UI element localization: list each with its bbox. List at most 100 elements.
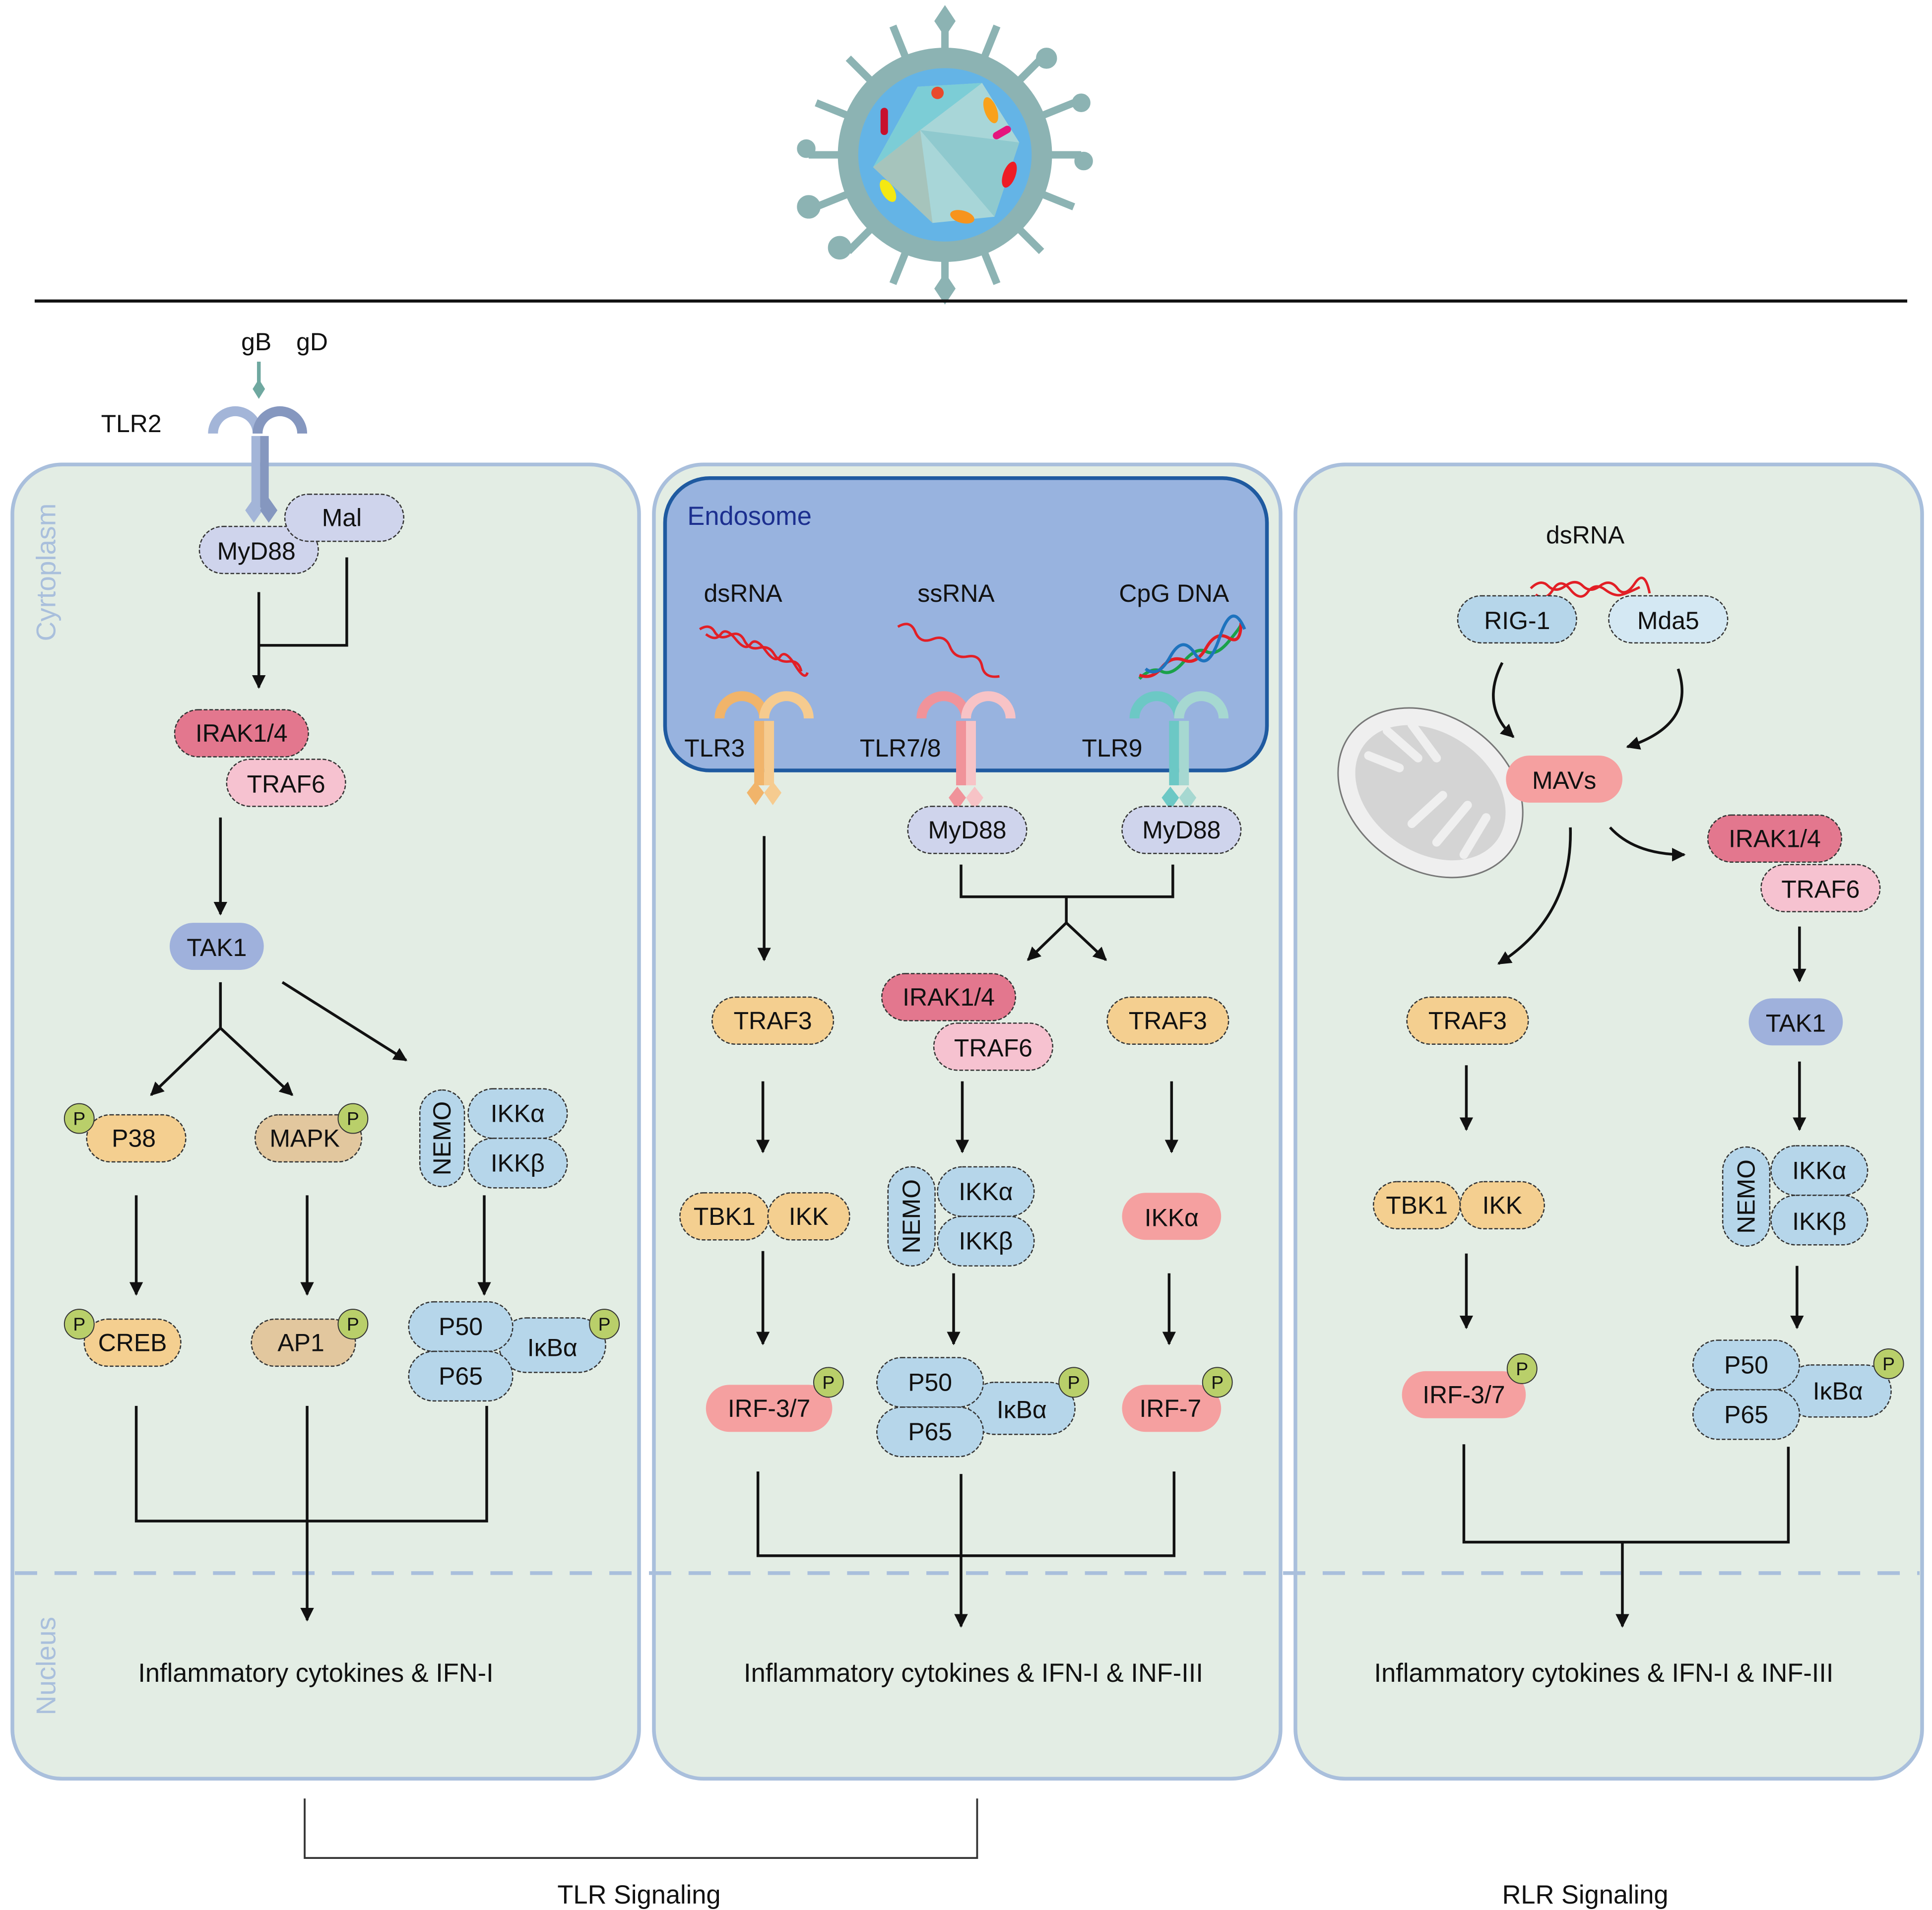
svg-text:P: P xyxy=(347,1108,359,1129)
node-traf6-p2: TRAF6 xyxy=(933,1022,1053,1071)
output-panel3: Inflammatory cytokines & IFN-I & INF-III xyxy=(1374,1659,1834,1688)
rlr-signaling-label: RLR Signaling xyxy=(1502,1881,1669,1910)
node-traf6: TRAF6 xyxy=(226,759,346,807)
svg-text:IRAK1/4: IRAK1/4 xyxy=(1729,825,1821,852)
dsrna-icon-rlr xyxy=(1530,576,1651,599)
svg-text:P65: P65 xyxy=(908,1418,952,1446)
svg-text:P50: P50 xyxy=(1724,1351,1768,1379)
ligand-cpg-dna: CpG DNA xyxy=(1119,579,1229,607)
svg-text:TAK1: TAK1 xyxy=(1766,1009,1826,1037)
svg-text:IκBα: IκBα xyxy=(997,1396,1047,1423)
svg-text:IκBα: IκBα xyxy=(1813,1377,1863,1405)
tlr2-receptor-icon xyxy=(208,362,308,523)
complex-nfkb-p2: IκBα P50 P65 P xyxy=(876,1357,1090,1458)
node-mapk: MAPK P xyxy=(254,1103,369,1163)
panel-rlr xyxy=(1293,462,1924,1781)
cytoplasm-label: Cyrtoplasm xyxy=(30,504,61,641)
svg-text:TBK1: TBK1 xyxy=(1386,1191,1448,1219)
node-myd88-tlr78: MyD88 xyxy=(907,806,1028,854)
svg-text:TRAF3: TRAF3 xyxy=(1428,1007,1507,1034)
ligand-dsrna-rlr: dsRNA xyxy=(1546,521,1625,549)
node-ap1: AP1 P xyxy=(251,1309,369,1367)
node-irf7-p2: IRF-7 P xyxy=(1122,1367,1233,1432)
svg-text:IKK: IKK xyxy=(789,1203,829,1230)
node-ikka-p2: IKKα xyxy=(1122,1193,1222,1240)
svg-text:IKKα: IKKα xyxy=(1145,1204,1199,1231)
node-irf37-p3: IRF-3/7 P xyxy=(1402,1353,1538,1418)
phospho-badge xyxy=(1506,1353,1538,1384)
phospho-badge xyxy=(1058,1367,1090,1398)
panel-endosomal-tlr xyxy=(652,462,1283,1781)
svg-text:AP1: AP1 xyxy=(277,1329,324,1356)
svg-text:P: P xyxy=(598,1314,611,1335)
virus-icon xyxy=(797,5,1093,305)
output-panel1: Inflammatory cytokines & IFN-I xyxy=(138,1659,493,1688)
svg-text:TRAF3: TRAF3 xyxy=(1129,1007,1207,1034)
svg-text:IKKα: IKKα xyxy=(491,1100,545,1128)
node-tak1: TAK1 xyxy=(169,923,264,970)
svg-text:P: P xyxy=(347,1314,359,1335)
svg-text:IRF-7: IRF-7 xyxy=(1139,1395,1201,1422)
svg-text:P: P xyxy=(1211,1372,1224,1393)
node-mal: Mal xyxy=(284,493,404,542)
svg-text:P50: P50 xyxy=(908,1368,952,1396)
svg-text:IRAK1/4: IRAK1/4 xyxy=(195,719,288,747)
svg-text:P: P xyxy=(73,1108,85,1129)
complex-tbk1-ikk-p2: TBK1 IKK xyxy=(679,1192,850,1241)
phospho-badge xyxy=(64,1103,95,1134)
node-mavs: MAVs xyxy=(1506,756,1622,803)
complex-nfkb-p3: IκBα P50 P65 P xyxy=(1692,1339,1904,1440)
svg-text:IKKα: IKKα xyxy=(1792,1156,1846,1184)
svg-text:NEMO: NEMO xyxy=(428,1101,456,1176)
svg-text:NEMO: NEMO xyxy=(1733,1159,1760,1234)
complex-tbk1-ikk-p3: TBK1 IKK xyxy=(1372,1181,1545,1230)
svg-text:P: P xyxy=(822,1372,835,1393)
tlr9-label: TLR9 xyxy=(1082,734,1143,762)
svg-text:Mal: Mal xyxy=(322,504,362,532)
tlr78-label: TLR7/8 xyxy=(860,734,941,762)
svg-text:IKKα: IKKα xyxy=(959,1178,1013,1206)
svg-text:TRAF6: TRAF6 xyxy=(954,1034,1032,1062)
node-p38: P38 P xyxy=(64,1103,187,1163)
tlr78-receptor-icon xyxy=(916,691,1016,810)
ligand-ssrna: ssRNA xyxy=(917,579,995,607)
phospho-badge xyxy=(337,1309,369,1339)
nucleus-label: Nucleus xyxy=(30,1617,61,1715)
svg-text:IKKβ: IKKβ xyxy=(959,1227,1013,1255)
receptor-tlr2-label: TLR2 xyxy=(101,410,162,438)
svg-text:TRAF3: TRAF3 xyxy=(734,1007,812,1034)
tlr3-receptor-icon xyxy=(714,691,814,805)
svg-text:IRAK1/4: IRAK1/4 xyxy=(902,983,995,1011)
node-mda5: Mda5 xyxy=(1608,595,1729,644)
svg-text:IKKβ: IKKβ xyxy=(1792,1208,1846,1235)
svg-text:MyD88: MyD88 xyxy=(1142,816,1221,844)
endosome-label: Endosome xyxy=(687,502,812,531)
node-traf3-left: TRAF3 xyxy=(711,996,835,1045)
node-irak14-p2: IRAK1/4 xyxy=(881,973,1017,1021)
svg-text:MyD88: MyD88 xyxy=(217,537,296,565)
svg-text:P: P xyxy=(1068,1372,1080,1393)
svg-text:TAK1: TAK1 xyxy=(187,934,247,961)
phospho-badge xyxy=(813,1367,844,1398)
node-creb: CREB P xyxy=(64,1309,182,1367)
tlr-bracket xyxy=(304,1798,978,1859)
svg-text:P: P xyxy=(73,1314,85,1335)
tlr-signaling-label: TLR Signaling xyxy=(557,1881,720,1910)
svg-text:IRF-3/7: IRF-3/7 xyxy=(728,1395,810,1422)
svg-text:P65: P65 xyxy=(1724,1401,1768,1428)
node-myd88: MyD88 xyxy=(198,525,319,574)
svg-text:P38: P38 xyxy=(112,1125,156,1152)
svg-text:TRAF6: TRAF6 xyxy=(1781,876,1860,903)
tlr9-receptor-icon xyxy=(1129,691,1229,810)
svg-text:NEMO: NEMO xyxy=(898,1179,925,1254)
svg-text:P50: P50 xyxy=(439,1313,483,1340)
ligand-dsrna: dsRNA xyxy=(704,579,783,607)
svg-text:IKKβ: IKKβ xyxy=(491,1149,545,1177)
dsrna-icon xyxy=(699,625,809,677)
svg-text:P: P xyxy=(1882,1353,1895,1374)
ligand-gB: gB xyxy=(241,328,271,356)
complex-nemo-ikk: NEMO IKKα IKKβ xyxy=(419,1088,568,1189)
complex-nfkb: IκBα P50 P65 P xyxy=(408,1301,620,1402)
complex-nemo-ikk-p3: NEMO IKKα IKKβ xyxy=(1722,1145,1868,1247)
